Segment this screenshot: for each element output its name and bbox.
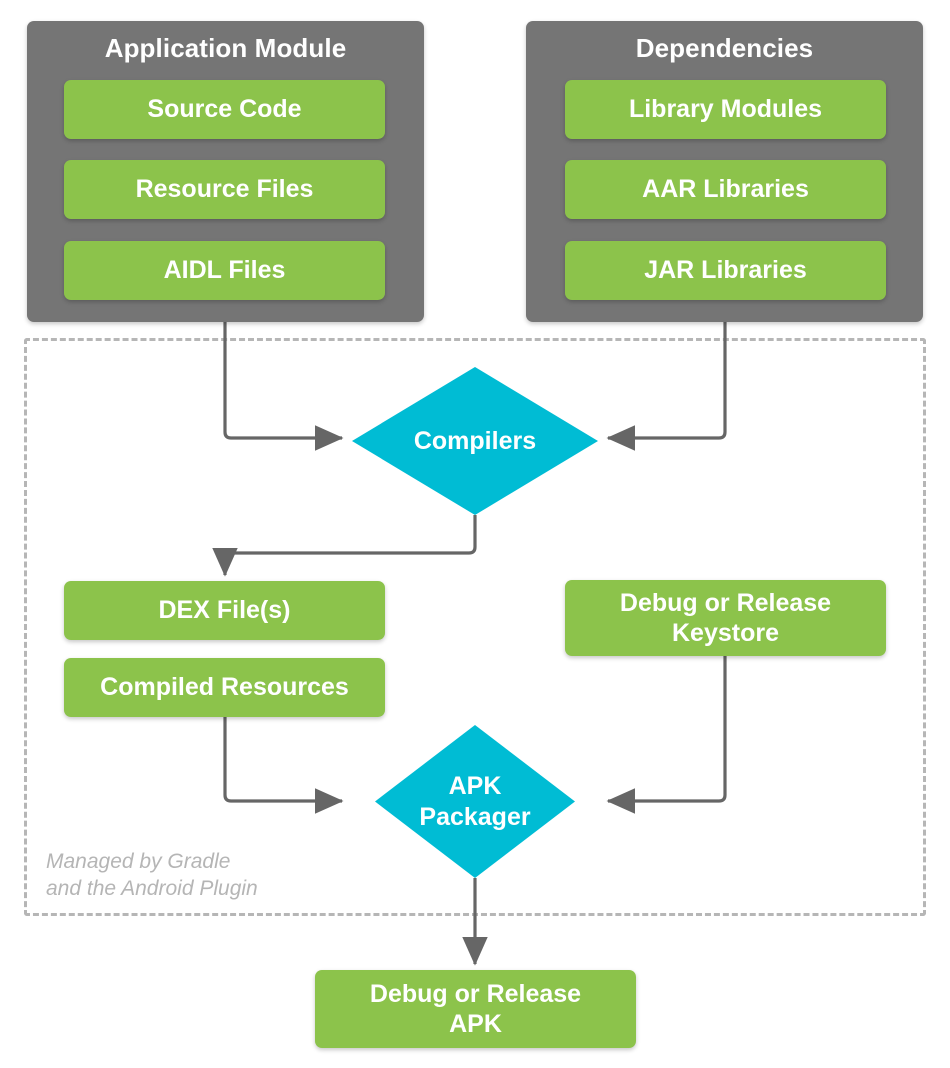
panel-title-application-module: Application Module xyxy=(104,33,347,63)
box-label-source-code: Source Code xyxy=(147,95,302,123)
box-aar-libraries: AAR Libraries xyxy=(565,160,886,219)
box-jar-libraries: JAR Libraries xyxy=(565,241,886,300)
box-source-code: Source Code xyxy=(64,80,385,139)
box-compiled-resources: Compiled Resources xyxy=(64,658,385,717)
box-label-aar-libraries: AAR Libraries xyxy=(642,175,809,203)
box-dex-files: DEX File(s) xyxy=(64,581,385,640)
gradle-managed-note: Managed by Gradle and the Android Plugin xyxy=(46,850,258,900)
box-label-jar-libraries: JAR Libraries xyxy=(644,256,807,284)
box-resource-files: Resource Files xyxy=(64,160,385,219)
box-label-keystore: Debug or Release Keystore xyxy=(619,589,832,647)
box-keystore: Debug or Release Keystore xyxy=(565,580,886,656)
process-label-compilers: Compilers xyxy=(413,426,537,455)
box-label-library-modules: Library Modules xyxy=(628,95,823,123)
box-label-dex-files: DEX File(s) xyxy=(158,596,291,624)
box-label-compiled-resources: Compiled Resources xyxy=(100,673,349,701)
process-compilers: Compilers xyxy=(352,367,598,515)
box-library-modules: Library Modules xyxy=(565,80,886,139)
process-apk-packager: APK Packager xyxy=(375,725,575,878)
panel-title-dependencies: Dependencies xyxy=(635,33,814,63)
box-final-apk: Debug or Release APK xyxy=(315,970,636,1048)
process-label-apk-packager: APK Packager xyxy=(419,772,531,831)
box-label-aidl-files: AIDL Files xyxy=(163,256,286,284)
box-label-final-apk: Debug or Release APK xyxy=(369,980,582,1038)
box-label-resource-files: Resource Files xyxy=(135,175,314,203)
box-aidl-files: AIDL Files xyxy=(64,241,385,300)
